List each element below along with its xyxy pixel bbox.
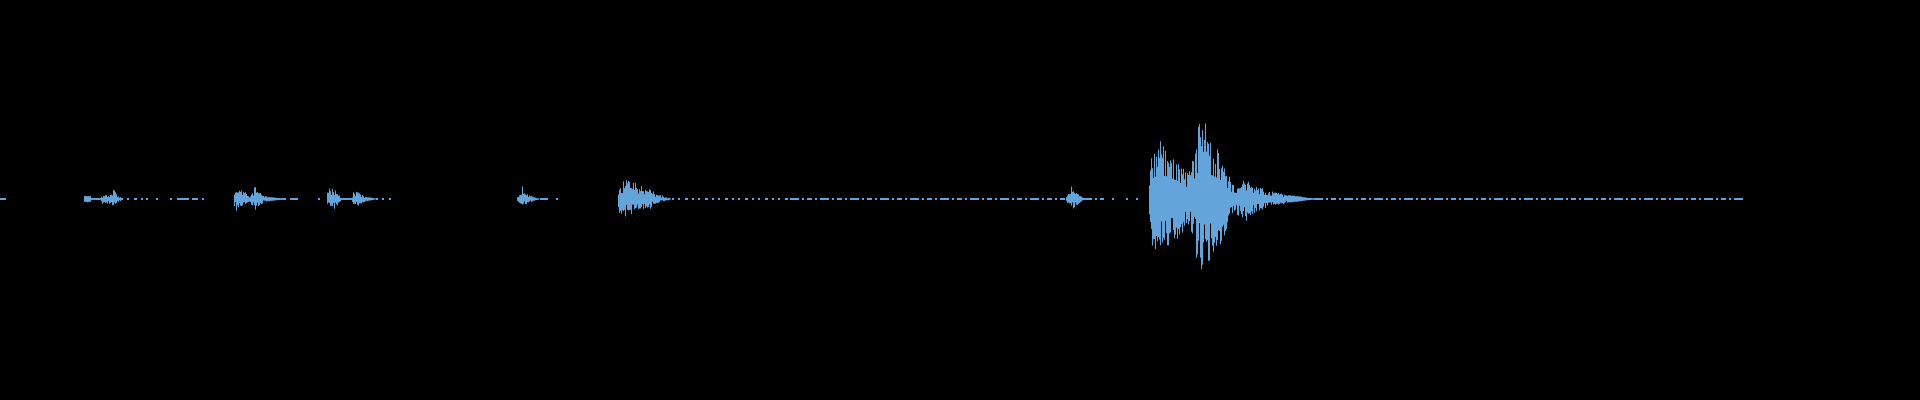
waveform-baseline-dashes <box>0 198 1743 200</box>
waveform-burst-columns <box>84 123 1314 270</box>
